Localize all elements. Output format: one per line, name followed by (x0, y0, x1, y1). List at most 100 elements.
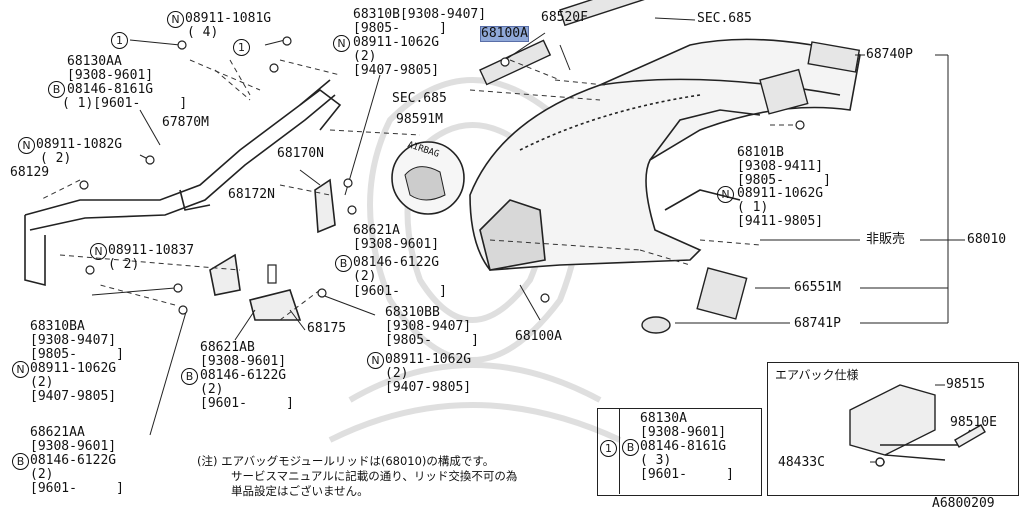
label-qty: (2) (200, 382, 224, 397)
label-68741p: 68741P (794, 316, 841, 331)
label-08146-8161g: 08146-8161G (67, 82, 154, 97)
note-line-3: 単品設定はございません。 (231, 484, 369, 498)
label-68621aa: 68621AA (30, 425, 85, 440)
label-68621a: 68621A (353, 223, 400, 238)
label-qty: (2) (353, 269, 377, 284)
marker-b: B (48, 81, 65, 98)
marker-1: 1 (233, 39, 250, 56)
marker-n: N (717, 186, 734, 203)
label-08146-6122g: 08146-6122G (200, 368, 287, 383)
airbag-lid (391, 141, 465, 215)
label-98591m: 98591M (396, 112, 443, 127)
marker-b: B (335, 255, 352, 272)
marker-n: N (333, 35, 350, 52)
leader-lines (39, 59, 800, 321)
label-68310ba: 68310BA (30, 319, 85, 334)
watermark-crest (328, 77, 622, 443)
label-68100a-highlighted[interactable]: 68100A (480, 26, 529, 42)
label-67870m: 67870M (162, 115, 209, 130)
label-sec685: SEC.685 (697, 11, 752, 26)
legend-marker-b: B (622, 439, 639, 456)
label-not-sold: 非販売 (866, 232, 906, 247)
label-qty-4: ( 4) (187, 25, 219, 40)
label-66551m: 66551M (794, 280, 841, 295)
label-08911-1062g: 08911-1062G (737, 186, 824, 201)
label-68100a: 68100A (515, 329, 562, 344)
label-qty: (2) (385, 366, 409, 381)
label-date: [9601- ] (200, 396, 294, 411)
marker-n: N (90, 243, 107, 260)
diagram-id: A6800209 (932, 496, 995, 511)
label-48433c: 48433C (778, 455, 825, 470)
label-08911-1082g: 08911-1082G (36, 137, 123, 152)
label-date: [9805- ] (385, 333, 479, 348)
label-qty-date: ( 1)[9601- ] (62, 96, 188, 111)
label-date: [9407-9805] (385, 380, 472, 395)
airbag-module (849, 384, 986, 467)
airbag-spec-box (767, 362, 1019, 496)
label-08911-10837: 08911-10837 (108, 243, 195, 258)
label-date: [9805- ] (737, 173, 831, 188)
label-08911-1081g: 08911-1081G (185, 11, 272, 26)
legend-date: [9601- ] (640, 467, 734, 482)
note-line-2: サービスマニュアルに記載の通り、リッド交換不可の為 (231, 469, 518, 483)
label-date: [9407-9805] (353, 63, 440, 78)
marker-1: 1 (111, 32, 128, 49)
label-68170n: 68170N (277, 146, 324, 161)
label-08911-1062g: 08911-1062G (30, 361, 117, 376)
label-qty: (2) (30, 467, 54, 482)
label-qty: ( 2) (40, 151, 72, 166)
marker-n: N (367, 352, 384, 369)
label-qty: (2) (30, 375, 54, 390)
label-date: [9308-9601] (30, 439, 117, 454)
legend-part2: 08146-8161G (640, 439, 727, 454)
label-08146-6122g: 08146-6122G (30, 453, 117, 468)
legend-part: 68130A (640, 411, 687, 426)
label-qty: ( 2) (108, 257, 140, 272)
label-68010: 68010 (967, 232, 1007, 247)
label-68172n: 68172N (228, 187, 275, 202)
label-98515: 98515 (946, 377, 986, 392)
label-date: [9308-9601] (353, 237, 440, 252)
airbag-spec-title: エアバック仕様 (775, 368, 859, 382)
legend-marker-1: 1 (600, 440, 617, 457)
label-date: [9805- ] (30, 347, 124, 362)
legend-box (597, 408, 762, 496)
label-08911-1062g: 08911-1062G (353, 35, 440, 50)
fasteners (79, 36, 805, 315)
legend-date: [9308-9601] (640, 425, 727, 440)
label-date: [9601- ] (353, 284, 447, 299)
label-date: [9407-9805] (30, 389, 117, 404)
legend-divider (619, 408, 620, 494)
label-08146-6122g: 08146-6122G (353, 255, 440, 270)
label-qty: (2) (353, 49, 377, 64)
label-68310b: 68310B[9308-9407] (353, 7, 487, 22)
marker-n: N (167, 11, 184, 28)
label-date: [9601- ] (30, 481, 124, 496)
label-68310bb: 68310BB (385, 305, 440, 320)
label-08911-1062g: 08911-1062G (385, 352, 472, 367)
marker-n: N (18, 137, 35, 154)
label-68621ab: 68621AB (200, 340, 255, 355)
label-qty: ( 1) (737, 200, 769, 215)
label-sec685: SEC.685 (392, 91, 447, 106)
label-date: [9805- ] (353, 21, 447, 36)
label-68129: 68129 (10, 165, 50, 180)
label-68130aa: 68130AA (67, 54, 122, 69)
label-68740p: 68740P (866, 47, 913, 62)
marker-n: N (12, 361, 29, 378)
label-date: [9308-9411] (737, 159, 824, 174)
label-68101b: 68101B (737, 145, 784, 160)
note-line-1: (注) エアバッグモジュールリッドは(68010)の構成です。 (197, 454, 495, 468)
marker-b: B (12, 453, 29, 470)
label-date: [9308-9407] (385, 319, 472, 334)
label-date: [9308-9601] (200, 354, 287, 369)
marker-b: B (181, 368, 198, 385)
vent-parts (479, 0, 861, 334)
pointer-lines (91, 17, 965, 463)
label-date: [9411-9805] (737, 214, 824, 229)
legend-qty: ( 3) (640, 453, 672, 468)
label-date: [9308-9407] (30, 333, 117, 348)
